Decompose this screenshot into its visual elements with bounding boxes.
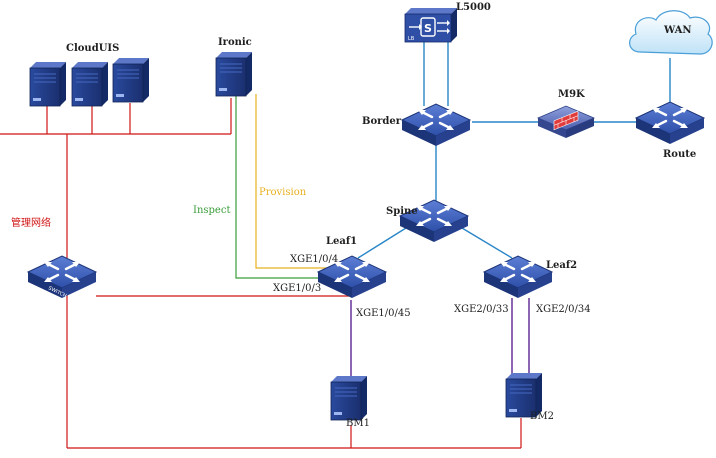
- clouduis-server-3[interactable]: [112, 57, 150, 103]
- svg-text:LB: LB: [408, 36, 415, 42]
- l3-switch-icon: [634, 100, 706, 146]
- leaf1-label: Leaf1: [326, 236, 357, 247]
- ironic-server[interactable]: [215, 51, 253, 97]
- provision-label: Provision: [259, 187, 307, 198]
- inspect-link: [235, 96, 330, 279]
- spine-label: Spine: [386, 206, 418, 217]
- l5000-load-balancer[interactable]: S LB: [404, 8, 457, 43]
- wan-cloud[interactable]: [629, 10, 713, 55]
- m9k-firewall[interactable]: [536, 105, 596, 138]
- leaf2-label: Leaf2: [546, 260, 577, 271]
- server-tower-icon: [112, 57, 150, 103]
- clouduis-server-2[interactable]: [71, 61, 109, 107]
- firewall-icon: [536, 105, 596, 138]
- leaf1-port-xge1-0-45: XGE1/0/45: [356, 308, 411, 319]
- leaf2-switch[interactable]: [482, 254, 554, 300]
- management-switch[interactable]: SWITCH: [26, 254, 98, 299]
- route-switch[interactable]: [634, 100, 706, 146]
- server-tower-icon: [71, 61, 109, 107]
- border-switch[interactable]: [400, 102, 472, 148]
- leaf2-port-xge2-0-34: XGE2/0/34: [536, 304, 591, 315]
- l3-switch-icon: [400, 102, 472, 148]
- l5000-label: L5000: [456, 2, 491, 13]
- leaf1-port-xge1-0-3: XGE1/0/3: [273, 283, 321, 294]
- bm2-label: BM2: [530, 411, 554, 422]
- route-label: Route: [663, 149, 696, 160]
- server-tower-icon: [330, 375, 368, 421]
- bm1-server[interactable]: [330, 375, 368, 421]
- svg-text:S: S: [424, 22, 432, 35]
- clouduis-server-1[interactable]: [29, 61, 67, 107]
- server-tower-icon: [29, 61, 67, 107]
- ironic-label: Ironic: [218, 37, 252, 48]
- management-network-lines: [0, 98, 522, 449]
- m9k-label: M9K: [558, 89, 585, 100]
- wan-label: WAN: [663, 25, 692, 36]
- border-label: Border: [362, 116, 402, 127]
- access-links: [350, 298, 530, 378]
- load-balancer-icon: S LB: [404, 8, 457, 43]
- provision-link: [255, 94, 330, 269]
- leaf1-port-xge1-0-4: XGE1/0/4: [290, 254, 338, 265]
- server-tower-icon: [215, 51, 253, 97]
- inspect-label: Inspect: [193, 205, 230, 216]
- leaf2-port-xge2-0-33: XGE2/0/33: [454, 304, 509, 315]
- cloud-icon: [629, 10, 713, 55]
- clouduis-label: CloudUIS: [66, 43, 119, 54]
- management-network-label: 管理网络: [11, 216, 51, 229]
- bm1-label: BM1: [346, 418, 370, 429]
- l3-switch-icon: [482, 254, 554, 300]
- fabric-links: [357, 40, 671, 259]
